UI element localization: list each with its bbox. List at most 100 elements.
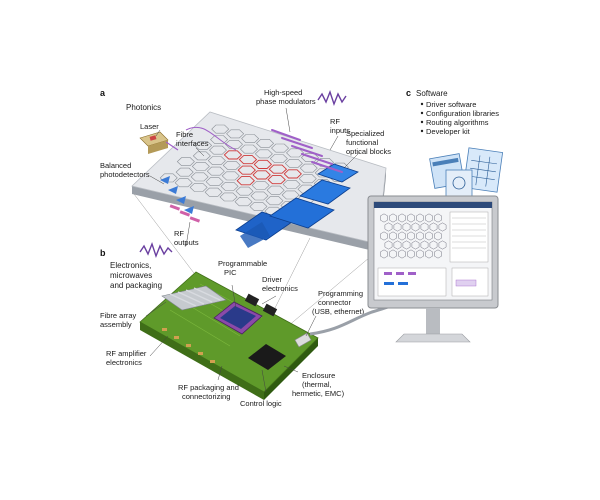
mesh-cell [226, 129, 245, 139]
screen-mesh-cell [411, 222, 420, 232]
mesh-cell [252, 170, 271, 180]
section-electronics-2: microwaves [110, 271, 152, 280]
screen-mesh-cell [438, 222, 447, 232]
mesh-cell [265, 196, 284, 206]
label-rf-inputs-2: inputs [330, 126, 350, 135]
label-control-logic: Control logic [240, 399, 282, 408]
screen-mesh-cell [384, 222, 393, 232]
screen-mesh-cell [429, 222, 438, 232]
mesh-cell [205, 177, 224, 186]
screen-mesh-cell [398, 213, 406, 223]
screen-mesh-cell [389, 213, 397, 223]
panel-c: c Software Driver software Configuration… [367, 88, 504, 343]
label-programmable-pic-2: PIC [224, 268, 237, 277]
label-rf-outputs-1: RF [174, 229, 184, 238]
label-programming-connector-3: (USB, ethernet) [312, 307, 365, 316]
mesh-cell [281, 190, 300, 200]
screen-mesh-cell [420, 240, 429, 250]
mesh-cell [299, 163, 318, 173]
screen-mesh-cell [407, 231, 415, 241]
label-rf-outputs-2: outputs [174, 238, 199, 247]
fibre-line [185, 126, 237, 151]
mesh-cell [250, 191, 269, 201]
label-programming-connector-1: Programming [318, 289, 363, 298]
screen-mesh-cell [434, 231, 442, 241]
screen-mesh-cell [389, 249, 397, 259]
screen-mesh-cell [380, 231, 388, 241]
panel-c-letter: c [406, 88, 411, 98]
section-electronics-1: Electronics, [110, 261, 151, 270]
screen-mesh-cell [411, 240, 420, 250]
mesh-cell [286, 148, 304, 158]
mesh-cell [271, 143, 290, 153]
mesh-cell [224, 140, 243, 149]
software-window-icon [462, 147, 504, 193]
screen-mesh-cell [393, 222, 402, 232]
label-rf-packaging-1: RF packaging and [178, 383, 239, 392]
mesh-cell [254, 149, 273, 159]
computer-monitor-icon [367, 195, 499, 343]
label-fibre-array-2: assembly [100, 320, 132, 329]
mesh-cell [268, 164, 288, 174]
mesh-cell [192, 151, 211, 161]
label-rf-amplifier-2: electronics [106, 358, 142, 367]
mesh-cell [234, 197, 253, 207]
screen-mesh-cell [416, 249, 424, 259]
photodetectors [160, 176, 194, 214]
label-laser: Laser [140, 122, 159, 131]
screen-mesh-cell [407, 213, 415, 223]
optical-block-2 [269, 197, 335, 229]
screen-mesh-cell [420, 222, 429, 232]
mesh-cell [251, 181, 270, 190]
label-modulators-1: High-speed [264, 88, 302, 97]
screen-mesh-cell [429, 240, 438, 250]
screen-mesh-cell [398, 249, 406, 259]
screen-mesh-cell [438, 240, 447, 250]
mesh-cell [241, 134, 260, 143]
label-enclosure-1: Enclosure [302, 371, 335, 380]
software-title: Software [416, 89, 448, 98]
screen-mesh-cell [398, 231, 406, 241]
label-photodetectors-1: Balanced [100, 161, 131, 170]
software-item: Configuration libraries [426, 109, 499, 118]
control-logic-chip [248, 344, 286, 370]
mesh-cell [209, 145, 227, 155]
software-list: Driver software Configuration libraries … [420, 100, 499, 136]
label-enclosure-2: (thermal, [302, 380, 332, 389]
mesh-cell [190, 172, 209, 182]
mesh-cell [300, 153, 319, 162]
screen-mesh-view [380, 213, 447, 259]
optical-block-5 [240, 222, 270, 248]
panel-b-letter: b [100, 248, 106, 258]
mesh-cell [220, 182, 239, 191]
laser-icon [139, 131, 179, 154]
panel-a: a Photonics Laser Fibre interfaces Balan… [100, 88, 391, 259]
rf-wave-icon [317, 89, 347, 107]
label-specialized-2: functional [346, 138, 378, 147]
mesh-cell [269, 154, 288, 163]
mesh-cell [249, 202, 268, 211]
label-rf-packaging-2: connectorizing [182, 392, 230, 401]
software-item: Driver software [426, 100, 476, 109]
label-enclosure-3: hermetic, EMC) [292, 389, 345, 398]
screen-mesh-cell [407, 249, 415, 259]
label-driver-electronics-1: Driver [262, 275, 283, 284]
mesh-cell [191, 162, 210, 171]
mesh-cell [211, 124, 230, 134]
label-fibre-array-1: Fibre array [100, 311, 137, 320]
phase-modulators [271, 129, 343, 173]
mesh-cell [267, 175, 286, 185]
section-photonics: Photonics [126, 103, 161, 112]
mesh-cell [207, 156, 226, 165]
mesh-cell [206, 166, 225, 176]
label-fibre-interfaces-2: interfaces [176, 139, 209, 148]
mesh-cell [222, 161, 241, 170]
screen-mesh-cell [425, 213, 433, 223]
mesh-cell [256, 139, 275, 148]
mesh-cell [176, 157, 195, 166]
mesh-cell [315, 158, 334, 167]
label-programmable-pic-1: Programmable [218, 259, 267, 268]
mesh-cell [175, 167, 194, 177]
mesh-cell [221, 171, 240, 181]
